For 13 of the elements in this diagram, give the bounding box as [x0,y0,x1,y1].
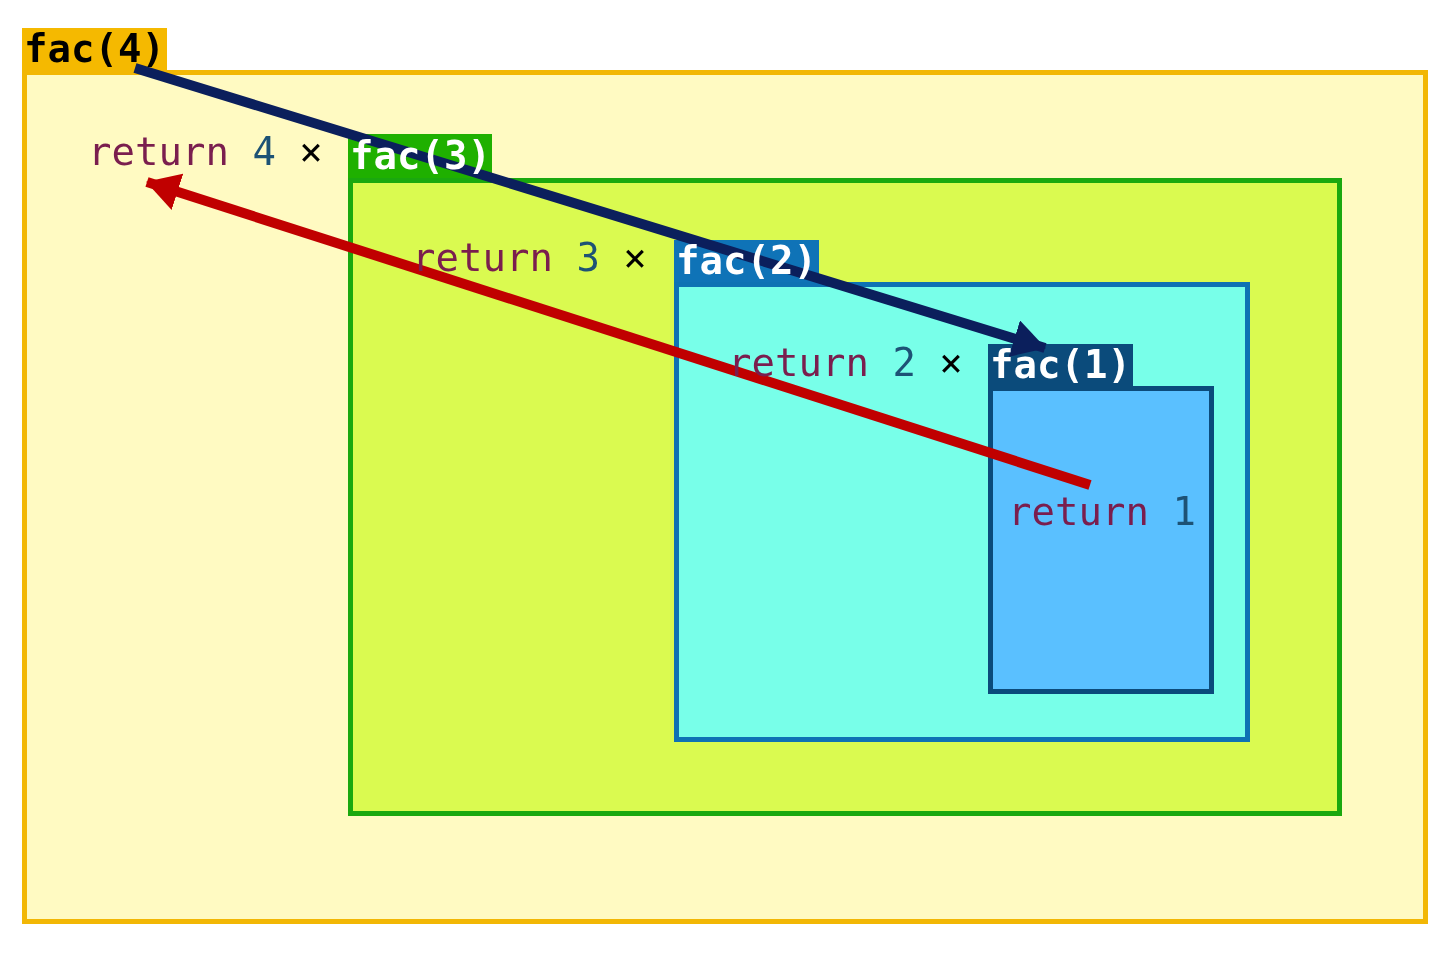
call-frame [988,344,1214,694]
call-frame [22,28,1428,924]
call-frame [674,240,1250,742]
arrow [133,63,1047,357]
return-expression: return 4 × [88,129,323,175]
arrow [145,173,1092,490]
call-label: fac(2) [676,240,817,282]
return-expression: return 3 × [412,235,647,281]
call-label: fac(1) [990,344,1131,386]
call-frame [348,134,1342,816]
return-expression: return 2 × [728,340,963,386]
call-label: fac(4) [24,28,165,70]
return-expression: return 1 [1008,489,1196,535]
